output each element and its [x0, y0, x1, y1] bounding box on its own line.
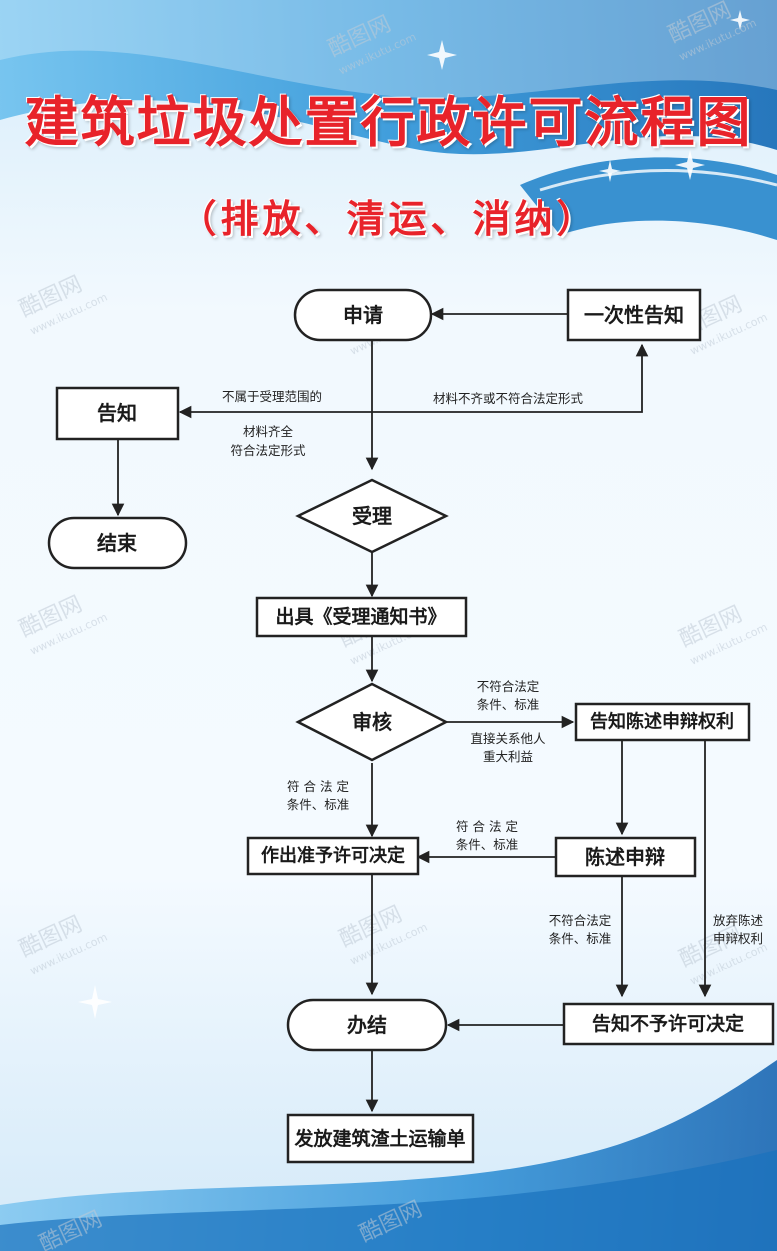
label-end: 结束 [97, 531, 138, 555]
page-subtitle: （排放、清运、消纳） [0, 188, 777, 243]
edge-incomplete: 材料不齐或不符合法定形式 [433, 391, 584, 406]
label-deny: 告知不予许可决定 [592, 1012, 744, 1035]
edge-interest-1: 直接关系他人 [470, 731, 546, 746]
edge-out-of-scope: 不属于受理范围的 [222, 389, 322, 404]
edge-interest-2: 重大利益 [483, 749, 533, 764]
label-complete: 办结 [347, 1013, 387, 1037]
page-title: 建筑垃圾处置行政许可流程图 [0, 78, 777, 157]
label-review: 审核 [352, 710, 392, 734]
edge-fail-1: 不符合法定 [477, 679, 540, 694]
label-issue-slip: 发放建筑渣土运输单 [293, 1127, 465, 1150]
edge-meets2-2: 条件、标准 [456, 837, 519, 852]
label-statement: 陈述申辩 [585, 845, 665, 869]
label-notice-once: 一次性告知 [584, 303, 684, 327]
edge-complete-1: 材料齐全 [243, 424, 294, 439]
edge-meets-2: 条件、标准 [287, 797, 350, 812]
edge-fail2-1: 不符合法定 [549, 913, 612, 928]
label-accept: 受理 [352, 504, 392, 528]
edge-waive-2: 申辩权利 [713, 931, 763, 946]
label-grant: 作出准予许可决定 [261, 845, 405, 867]
edge-meets2-1: 符 合 法 定 [456, 819, 518, 834]
label-inform-rights: 告知陈述申辩权利 [590, 711, 734, 733]
edge-fail2-2: 条件、标准 [549, 931, 612, 946]
edge-meets-1: 符 合 法 定 [287, 779, 349, 794]
label-apply: 申请 [343, 303, 383, 327]
edge-waive-1: 放弃陈述 [713, 913, 764, 928]
label-notify: 告知 [97, 401, 137, 425]
edge-fail-2: 条件、标准 [477, 697, 540, 712]
label-issue-notice: 出具《受理通知书》 [275, 605, 446, 628]
edge-complete-2: 符合法定形式 [230, 443, 306, 458]
